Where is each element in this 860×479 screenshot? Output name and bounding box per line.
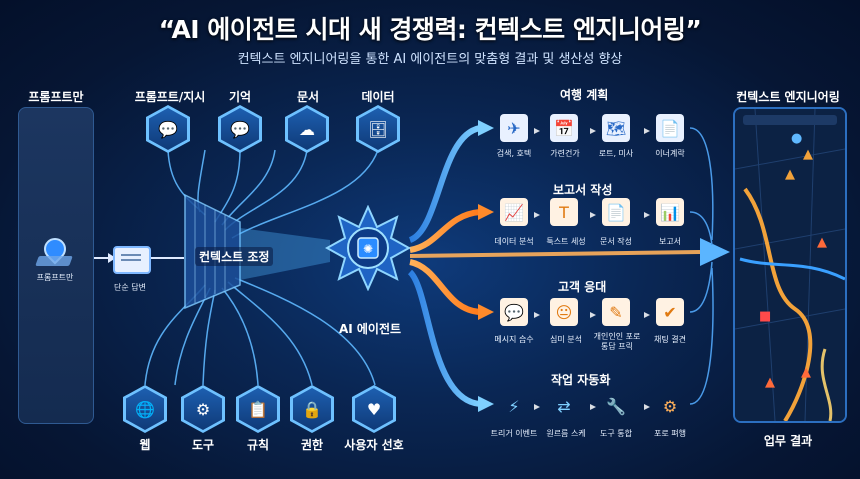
lock-icon: 🔒 — [293, 388, 331, 430]
right-panel-title: 컨텍스트 엔지니어링 — [736, 90, 840, 104]
message-icon: 💬 — [500, 298, 528, 326]
simple-answer-chat-icon — [113, 246, 151, 274]
output-title-automation: 작업 자동화 — [551, 373, 611, 387]
road-map-graphic — [735, 109, 845, 421]
edit-icon: ✎ — [602, 298, 630, 326]
memory-chat-icon: 💬 — [221, 108, 259, 150]
step-label: 데이터 분석 — [494, 237, 534, 246]
cloud-document-icon: ☁ — [288, 108, 326, 150]
step-label: 메시지 습수 — [494, 335, 534, 344]
source-label-memory: 기억 — [228, 90, 252, 104]
step-label: 검색, 호텍 — [496, 149, 532, 158]
source-label-prompt: 프롬프트/지시 — [134, 90, 206, 104]
user-heart-icon: ♥ — [355, 388, 393, 430]
step-label: 원르름 스케 — [546, 429, 586, 438]
flight-search-icon: ✈ — [500, 114, 528, 142]
svg-text:✺: ✺ — [363, 242, 373, 256]
process-gear-icon: ⚙ — [662, 396, 678, 416]
map-icon: 🗺 — [602, 114, 630, 142]
document-icon: 📄 — [602, 198, 630, 226]
source-label-tools: 도구 — [191, 438, 215, 452]
output-title-travel: 여행 계획 — [560, 88, 609, 102]
calendar-icon: 📅 — [550, 114, 578, 142]
left-panel-title: 프롬프트만 — [28, 90, 84, 104]
source-label-rules: 규칙 — [246, 438, 270, 452]
map-base-icon — [35, 256, 73, 266]
car-icon: ■ — [759, 309, 772, 324]
tools-icon: 🔧 — [606, 396, 626, 416]
simple-answer-label: 단순 답변 — [114, 283, 146, 292]
step-label: 보고서 — [658, 237, 682, 246]
page-title: “AI 에이전트 시대 새 경쟁력: 컨텍스트 엔지니어링” — [158, 15, 702, 44]
text-pen-icon: T — [550, 198, 578, 226]
source-label-data: 데이터 — [361, 90, 395, 104]
source-hex-permissions: 🔒 — [290, 385, 334, 433]
step-label: 이너계락 — [655, 149, 685, 158]
warning-icon: ▲ — [785, 167, 795, 182]
warning-icon: ▲ — [817, 235, 827, 250]
chart-icon: 📈 — [500, 198, 528, 226]
warning-icon: ▲ — [801, 365, 811, 380]
chat-check-icon: ✔ — [656, 298, 684, 326]
api-gear-icon: ⚙ — [184, 388, 222, 430]
source-label-user-preference: 사용자 선호 — [344, 438, 404, 452]
step-label: 채팅 결견 — [654, 335, 686, 344]
page-subtitle: 컨텍스트 엔지니어링을 통한 AI 에이전트의 맞춤형 결과 및 생산성 향상 — [237, 52, 623, 67]
ai-agent-core: ✺ — [325, 205, 411, 291]
source-label-document: 문서 — [296, 90, 320, 104]
step-label: 툭스트 세성 — [546, 237, 586, 246]
work-result-label: 업무 결과 — [763, 434, 813, 448]
step-label: 포로 펴행 — [654, 429, 686, 438]
source-label-permissions: 권한 — [300, 438, 324, 452]
prompt-only-label: 프롬프트만 — [36, 273, 74, 282]
source-hex-data: 🗄 — [356, 105, 400, 153]
context-orchestration-label: 컨텍스트 조정 — [195, 247, 274, 266]
step-label: 가련건가 — [550, 149, 580, 158]
checklist-icon: 📋 — [239, 388, 277, 430]
chat-icon: 💬 — [149, 108, 187, 150]
emotion-analysis-icon: 😐 — [550, 298, 578, 326]
database-icon: 🗄 — [359, 108, 397, 150]
step-label: 도구 통합 — [600, 429, 632, 438]
web-search-icon: 🌐 — [126, 388, 164, 430]
step-label: 로트, 미사 — [598, 149, 634, 158]
source-hex-document: ☁ — [285, 105, 329, 153]
itinerary-icon: 📄 — [656, 114, 684, 142]
result-map-panel: ● ▲ ▲ ▲ ■ ▲ ▲ — [733, 107, 847, 423]
output-title-report: 보고서 작성 — [553, 183, 613, 197]
trigger-bolt-icon: ⚡ — [508, 396, 520, 416]
map-pin-icon: ● — [791, 131, 803, 146]
step-label: 문서 작성 — [600, 237, 632, 246]
ai-agent-label: AI 에이전트 — [338, 322, 402, 336]
source-label-web: 웹 — [139, 438, 151, 452]
workflow-icon: ⇄ — [557, 396, 571, 416]
step-label: 트리거 이벤트 — [490, 429, 538, 438]
output-title-customer: 고객 응대 — [558, 280, 607, 294]
report-download-icon: 📊 — [656, 198, 684, 226]
warning-icon: ▲ — [765, 375, 775, 390]
brain-chip-icon — [357, 237, 379, 259]
step-label: 개인인인 포로 통답 프릭 — [593, 332, 641, 351]
warning-icon: ▲ — [803, 147, 813, 162]
source-hex-user-preference: ♥ — [352, 385, 396, 433]
step-label: 심미 분석 — [550, 335, 582, 344]
